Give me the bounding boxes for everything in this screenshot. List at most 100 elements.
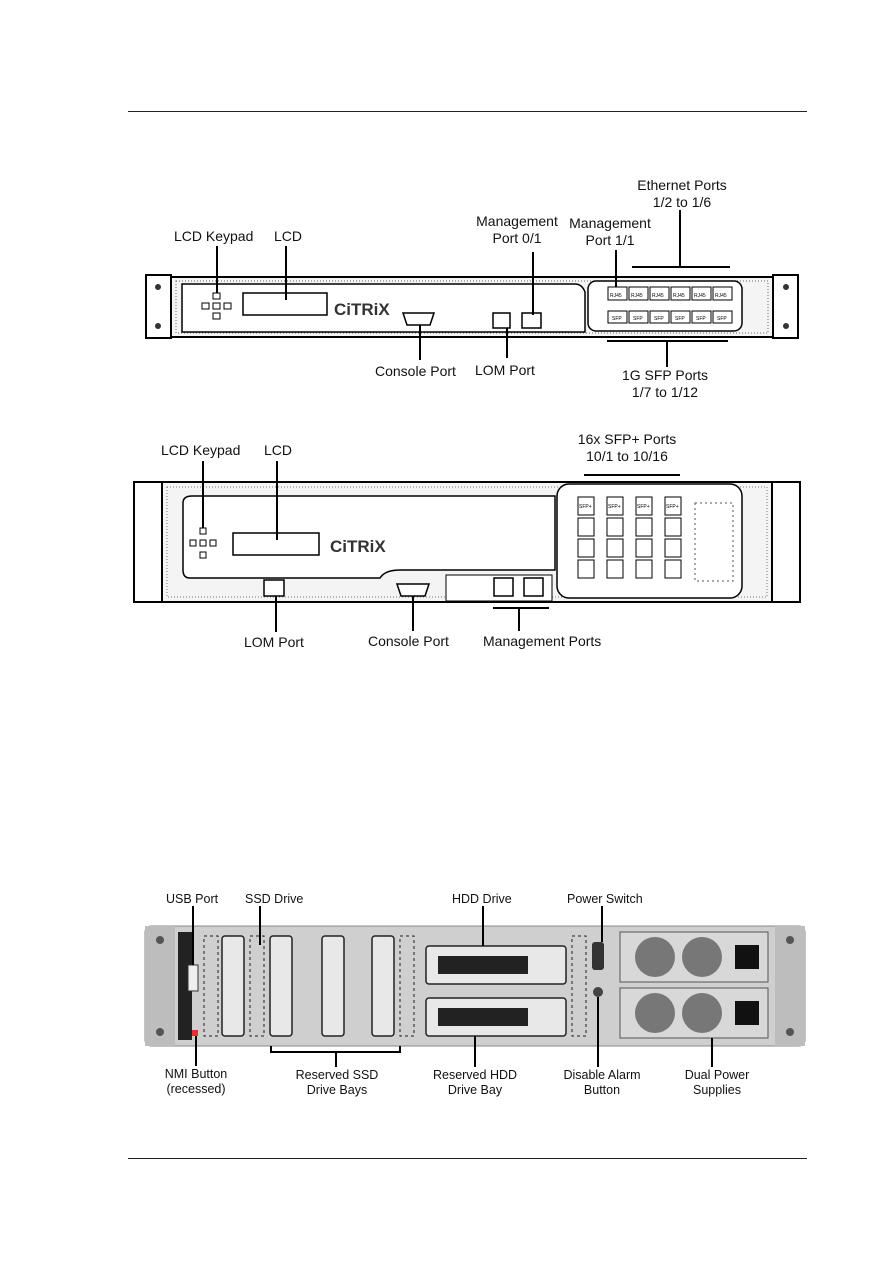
- screw-icon: [786, 1028, 794, 1036]
- vent-column: [571, 935, 587, 1037]
- ssd-drive-label: SSD Drive: [245, 892, 304, 906]
- screw-icon: [783, 323, 789, 329]
- management-ports-label: Management Ports: [483, 633, 602, 649]
- svg-text:RJ45: RJ45: [715, 293, 727, 299]
- sfpplus-ports: SFP+ SFP+ SFP+ SFP+: [577, 496, 682, 579]
- vent-column: [203, 935, 219, 1037]
- figure-1-drawing: CiTRiX RJ45 RJ45 RJ45 RJ45 RJ45 RJ45 SFP…: [145, 210, 799, 367]
- fan-icon: [635, 937, 675, 977]
- management-port-02[interactable]: [523, 577, 544, 597]
- svg-text:RJ45: RJ45: [694, 293, 706, 299]
- footer-rule: [128, 1158, 807, 1159]
- right-rack-ear: [775, 926, 805, 1046]
- vent-grille: [166, 486, 768, 598]
- citrix-logo: CiTRiX: [330, 537, 386, 556]
- lom-port-label: LOM Port: [244, 634, 304, 650]
- lcd-label: LCD: [264, 442, 293, 458]
- svg-text:SFP: SFP: [717, 316, 727, 322]
- power-inlet-icon: [735, 1001, 759, 1025]
- figure-3-drawing: [144, 906, 806, 1067]
- svg-text:SFP: SFP: [696, 316, 706, 322]
- svg-text:SFP: SFP: [633, 316, 643, 322]
- svg-text:SFP: SFP: [612, 316, 622, 322]
- keypad-ok-icon[interactable]: [199, 539, 207, 547]
- svg-text:RJ45: RJ45: [631, 293, 643, 299]
- svg-text:SFP+: SFP+: [579, 504, 592, 510]
- lom-port[interactable]: [263, 579, 285, 597]
- left-rack-ear: [145, 926, 175, 1046]
- lom-port[interactable]: [492, 312, 511, 329]
- management-port-01[interactable]: [521, 312, 542, 329]
- power-inlet-icon: [735, 945, 759, 969]
- rj45-ports: RJ45 RJ45 RJ45 RJ45 RJ45 RJ45: [607, 286, 733, 301]
- keypad-down-icon[interactable]: [199, 551, 207, 559]
- reserved-ssd-bay[interactable]: [371, 935, 395, 1037]
- header-rule: [128, 111, 807, 112]
- vent-grille: [175, 280, 769, 334]
- disable-alarm-button[interactable]: [593, 987, 603, 997]
- keypad-left-icon[interactable]: [201, 302, 210, 310]
- svg-text:SFP+: SFP+: [637, 504, 650, 510]
- screw-icon: [783, 284, 789, 290]
- left-strip: [178, 932, 192, 1040]
- console-port[interactable]: [395, 583, 431, 597]
- screw-icon: [155, 284, 161, 290]
- keypad-ok-icon[interactable]: [212, 302, 221, 310]
- nmi-button[interactable]: [192, 1030, 198, 1036]
- left-rack-ear: [133, 481, 163, 603]
- console-port[interactable]: [401, 312, 436, 326]
- lcd-keypad-label: LCD Keypad: [174, 228, 254, 244]
- module-vents: [694, 502, 734, 582]
- screw-icon: [156, 1028, 164, 1036]
- lcd-label: LCD: [274, 228, 303, 244]
- svg-text:RJ45: RJ45: [610, 293, 622, 299]
- power-switch[interactable]: [592, 942, 604, 970]
- hdd-drive-label: HDD Drive: [452, 892, 512, 906]
- reserved-ssd-bay[interactable]: [321, 935, 345, 1037]
- usb-port[interactable]: [187, 964, 199, 992]
- ssd-drive[interactable]: [221, 935, 245, 1037]
- keypad-right-icon[interactable]: [223, 302, 232, 310]
- keypad-right-icon[interactable]: [209, 539, 217, 547]
- keypad-down-icon[interactable]: [212, 312, 221, 320]
- reserved-ssd-bay[interactable]: [269, 935, 293, 1037]
- hdd-grille: [438, 956, 528, 974]
- lcd-keypad-label: LCD Keypad: [161, 442, 241, 458]
- lom-port-label: LOM Port: [475, 362, 535, 378]
- fan-icon: [682, 993, 722, 1033]
- hdd-grille: [438, 1008, 528, 1026]
- fan-icon: [682, 937, 722, 977]
- nmi-button-label: NMI Button(recessed): [164, 1067, 228, 1096]
- screw-icon: [155, 323, 161, 329]
- vent-column: [249, 935, 265, 1037]
- citrix-logo: CiTRiX: [334, 300, 390, 319]
- svg-text:SFP+: SFP+: [608, 504, 621, 510]
- keypad-left-icon[interactable]: [189, 539, 197, 547]
- sfp-ports: SFP SFP SFP SFP SFP SFP: [607, 310, 733, 324]
- console-port-label: Console Port: [375, 363, 456, 379]
- right-rack-ear: [771, 481, 801, 603]
- console-port-label: Console Port: [368, 633, 449, 649]
- svg-text:SFP: SFP: [675, 316, 685, 322]
- management-port-01[interactable]: [493, 577, 514, 597]
- figure-2-drawing: CiTRiX SFP+ SFP+ SFP+ SFP+: [133, 461, 801, 632]
- svg-text:SFP+: SFP+: [666, 504, 679, 510]
- svg-text:RJ45: RJ45: [652, 293, 664, 299]
- svg-text:RJ45: RJ45: [673, 293, 685, 299]
- vent-column: [399, 935, 415, 1037]
- screw-icon: [156, 936, 164, 944]
- screw-icon: [786, 936, 794, 944]
- usb-port-label: USB Port: [166, 892, 219, 906]
- power-switch-label: Power Switch: [567, 892, 643, 906]
- fan-icon: [635, 993, 675, 1033]
- bracket-reserved-ssd: [270, 1046, 401, 1053]
